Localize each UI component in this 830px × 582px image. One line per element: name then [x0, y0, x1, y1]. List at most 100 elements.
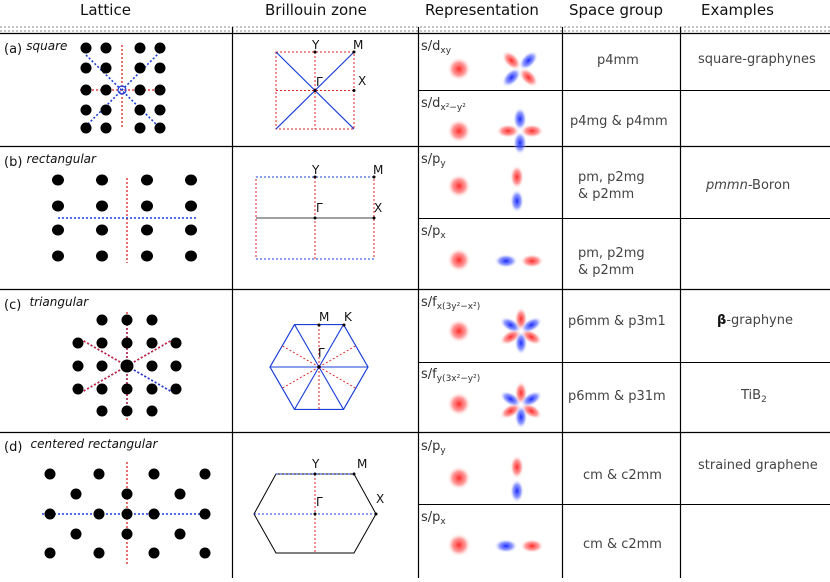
k-point — [352, 50, 356, 54]
lattice-site — [185, 200, 197, 212]
mirror-line-red — [79, 365, 128, 394]
ex-d1: strained graphene — [698, 458, 818, 473]
sg-c1: p6mm & p3m1 — [568, 314, 666, 329]
k-point — [374, 512, 378, 516]
k-point — [352, 89, 356, 92]
line — [294, 366, 320, 410]
bz-rectangular — [255, 175, 376, 260]
row-c-name: triangular — [29, 295, 89, 309]
center-site — [117, 85, 127, 95]
lattice-site — [70, 528, 82, 540]
s-orbital — [447, 119, 471, 143]
lattice-site — [96, 360, 108, 372]
bz-c-Gamma: Γ — [318, 346, 325, 360]
s-orbital — [447, 533, 471, 557]
bz-d-Gamma: Γ — [316, 495, 323, 509]
lattice-site — [148, 547, 160, 559]
lattice-site — [52, 174, 64, 186]
lattice-rectangular — [52, 174, 198, 263]
s-orbital-lobe — [447, 319, 471, 343]
bz-d-M: M — [357, 457, 368, 471]
rep-b1: s/py — [421, 152, 446, 169]
lattice-site — [96, 174, 108, 186]
s-orbital-lobe — [447, 119, 471, 143]
s-orbital — [447, 174, 471, 198]
lattice-site — [199, 508, 211, 520]
lattice-site — [52, 224, 64, 236]
orbital-lobe — [494, 539, 518, 553]
lattice-site — [121, 383, 133, 395]
sg-a1: p4mm — [597, 53, 639, 68]
rep-a1: s/dxy — [421, 39, 452, 56]
d-orbital — [496, 107, 544, 155]
lattice-site — [170, 337, 182, 349]
line — [294, 324, 320, 368]
s-orbital — [447, 392, 471, 416]
lattice-site — [141, 200, 153, 212]
lattice-site — [72, 360, 84, 372]
k-point — [313, 512, 317, 516]
lattice-site — [100, 104, 112, 116]
lattice-site — [44, 468, 56, 480]
lattice-site — [154, 42, 166, 54]
py-orbital — [510, 455, 524, 503]
lattice-site — [121, 337, 133, 349]
header-examples: Examples — [701, 1, 774, 19]
lattice-centered-rectangular — [42, 462, 211, 566]
row-a-label: (a) square — [4, 39, 68, 57]
bz-d-X: X — [376, 492, 385, 506]
bz-b-Gamma: Γ — [316, 201, 323, 215]
s-orbital-lobe — [447, 392, 471, 416]
s-orbital-lobe — [447, 174, 471, 198]
bz-a-Gamma: Γ — [316, 75, 323, 89]
lattice-site — [100, 62, 112, 74]
lattice-site — [96, 405, 108, 417]
row-d-label: (d) centered rectangular — [4, 437, 158, 455]
k-point — [313, 175, 317, 179]
orbital-lobe — [510, 455, 524, 479]
header-brillouin-zone: Brillouin zone — [265, 1, 367, 19]
orbital-lobe — [520, 124, 544, 138]
lattice-site — [146, 337, 158, 349]
lattice-site — [93, 508, 105, 520]
k-point — [317, 323, 321, 327]
lattice-site — [72, 337, 84, 349]
mirror-line-red — [79, 338, 128, 367]
lattice-site — [174, 528, 186, 540]
sg-b1a: pm, p2mg — [578, 170, 645, 185]
lattice-site — [154, 122, 166, 134]
orbital-lobe — [520, 539, 544, 553]
k-point — [313, 216, 317, 220]
sg-d2: cm & c2mm — [583, 537, 662, 552]
rep-d1: s/py — [421, 439, 446, 456]
s-orbital-lobe — [447, 57, 471, 81]
line — [282, 345, 320, 368]
row-d-name: centered rectangular — [30, 437, 158, 451]
k-point — [372, 175, 376, 179]
lattice-site — [185, 250, 197, 262]
sg-b2b: & p2mm — [578, 263, 635, 278]
k-point — [352, 472, 356, 476]
lattice-site — [96, 314, 108, 326]
lattice-site — [93, 468, 105, 480]
lattice-site — [70, 488, 82, 500]
s-orbital — [447, 319, 471, 343]
orbital-lobe — [496, 124, 520, 138]
lattice-site — [52, 250, 64, 262]
lattice-site — [170, 383, 182, 395]
orbital-lobe — [513, 131, 527, 155]
bz-a-M: M — [353, 38, 364, 52]
lattice-site — [96, 250, 108, 262]
ex-a1: square-graphynes — [698, 52, 816, 67]
s-orbital-lobe — [447, 533, 471, 557]
lattice-site — [141, 174, 153, 186]
lattice-site — [80, 42, 92, 54]
lattice-site — [80, 104, 92, 116]
lattice-site — [146, 405, 158, 417]
rep-c2: s/fy(3x²−y²) — [421, 367, 481, 384]
lattice-site — [134, 42, 146, 54]
bz-hexagonal — [269, 323, 369, 411]
k-point — [372, 216, 376, 220]
ex-c2: TiB2 — [741, 388, 767, 405]
